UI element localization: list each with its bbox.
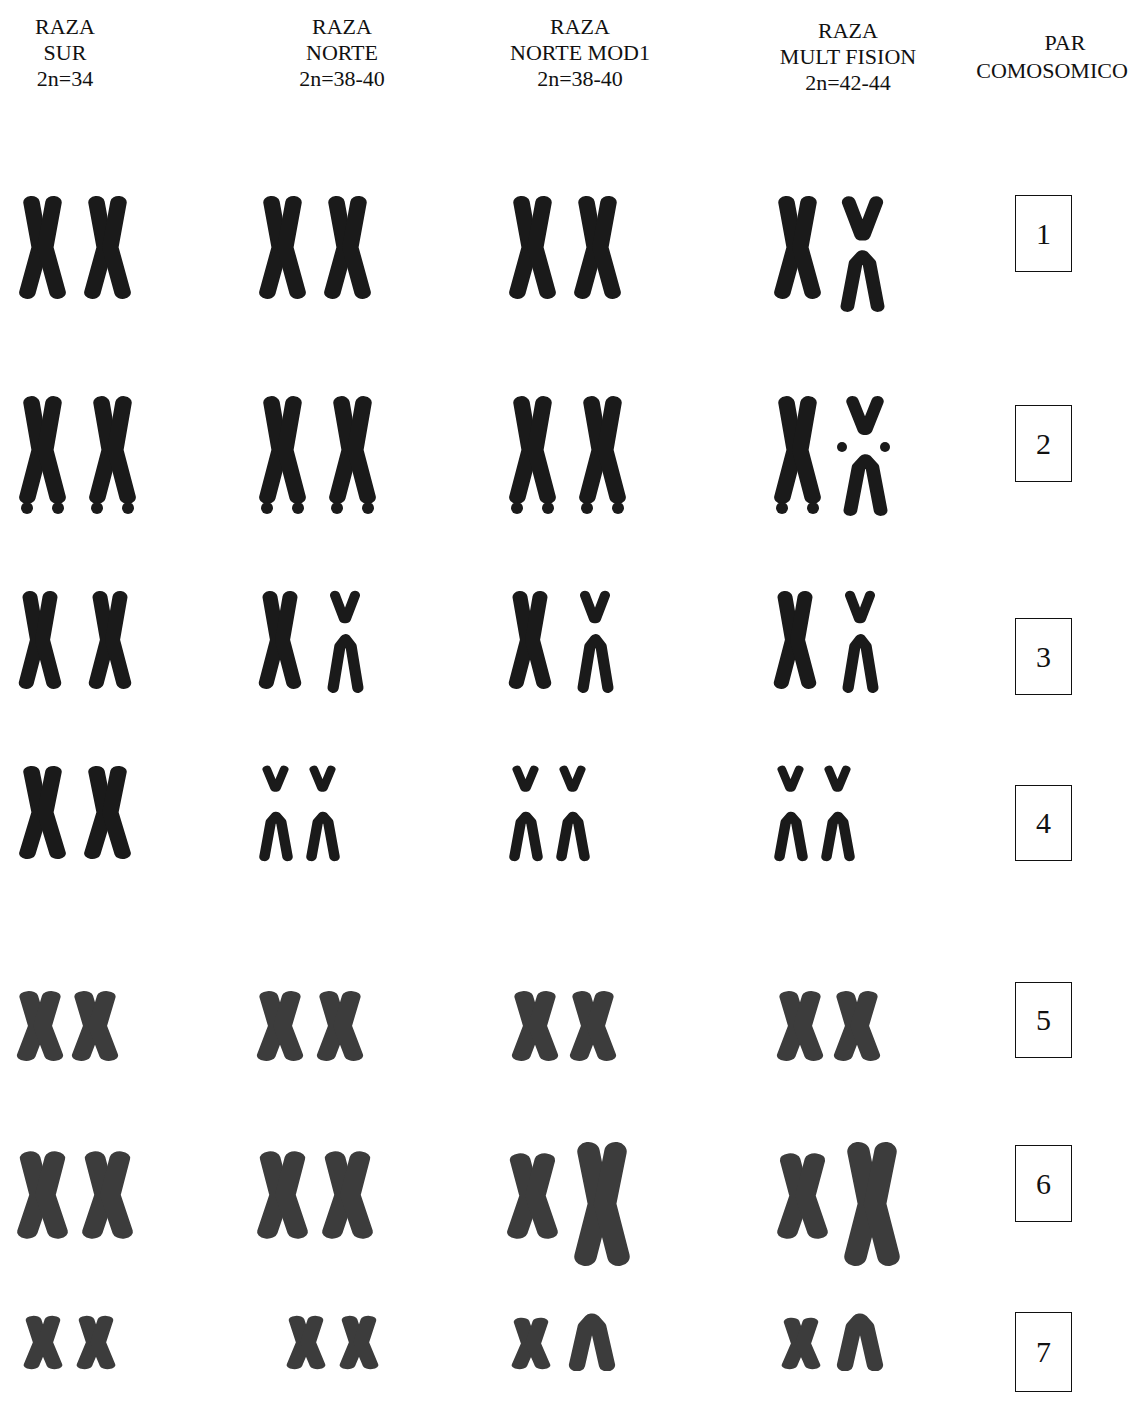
column-header: SUR <box>44 40 87 66</box>
column-header: 2n=42-44 <box>805 70 891 96</box>
column-header: RAZA <box>818 18 878 44</box>
pair-number-box: 2 <box>1015 405 1072 482</box>
pair-number-box: 5 <box>1015 982 1072 1058</box>
pair-number: 2 <box>1036 427 1051 461</box>
column-header: RAZA <box>550 14 610 40</box>
pair-number-box: 6 <box>1015 1145 1072 1222</box>
pair-number-box: 1 <box>1015 195 1072 272</box>
pair-number-box: 3 <box>1015 618 1072 695</box>
pair-number: 3 <box>1036 640 1051 674</box>
column-header: MULT FISION <box>780 44 916 70</box>
pair-number: 1 <box>1036 217 1051 251</box>
column-header: PAR <box>1045 30 1086 56</box>
pair-number: 4 <box>1036 806 1051 840</box>
pair-number-box: 7 <box>1015 1312 1072 1392</box>
column-header: 2n=38-40 <box>299 66 385 92</box>
column-header: RAZA <box>312 14 372 40</box>
pair-number-box: 4 <box>1015 785 1072 861</box>
column-header: RAZA <box>35 14 95 40</box>
column-header: NORTE <box>306 40 378 66</box>
column-header: COMOSOMICO <box>976 58 1128 84</box>
pair-number: 6 <box>1036 1167 1051 1201</box>
pair-number: 7 <box>1036 1335 1051 1369</box>
column-header: 2n=38-40 <box>537 66 623 92</box>
column-header: NORTE MOD1 <box>510 40 650 66</box>
column-header: 2n=34 <box>37 66 93 92</box>
pair-number: 5 <box>1036 1003 1051 1037</box>
